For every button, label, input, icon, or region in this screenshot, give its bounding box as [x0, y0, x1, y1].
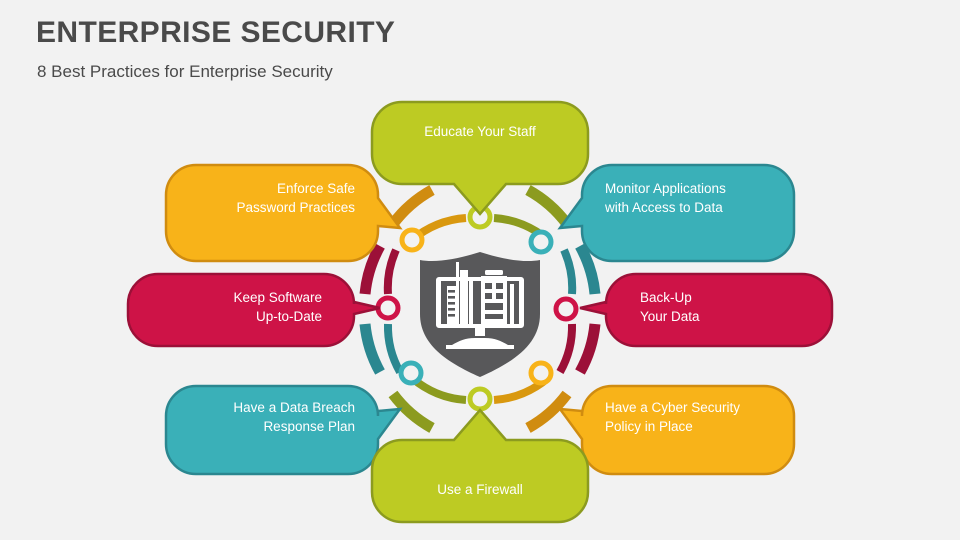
building-left-body — [447, 286, 456, 324]
inner-arc-left-upper — [383, 248, 400, 295]
bubble-data-breach-response-plan[interactable] — [164, 384, 403, 476]
inner-arc-left-lower — [383, 323, 404, 374]
outer-arc-cyber-security-policy — [525, 390, 572, 433]
building-tall-left — [460, 270, 468, 324]
building-main-windows — [485, 283, 503, 319]
building-antenna — [456, 262, 459, 324]
node-marker-back-up-your-data — [553, 296, 579, 322]
bubble-monitor-applications[interactable] — [557, 163, 796, 263]
bubble-use-a-firewall[interactable] — [370, 408, 590, 524]
shield-with-buildings-monitor-icon — [420, 252, 540, 377]
outer-arc-keep-software-up-to-date — [359, 243, 385, 295]
node-marker-cyber-security-policy — [528, 360, 554, 386]
inner-arc-right-lower — [556, 323, 577, 374]
outer-arc-data-breach-response-plan — [359, 323, 385, 375]
inner-arc-right-upper — [560, 248, 577, 295]
node-marker-enforce-safe-password-practices — [399, 227, 425, 253]
monitor-stand-neck — [475, 328, 485, 336]
building-main-cap — [485, 270, 503, 275]
node-marker-data-breach-response-plan — [398, 360, 424, 386]
outer-arc-enforce-safe-password-practices — [388, 185, 435, 228]
outer-arc-monitor-applications — [575, 243, 601, 295]
node-marker-keep-software-up-to-date — [375, 295, 401, 321]
page-subtitle: 8 Best Practices for Enterprise Security — [37, 62, 333, 81]
monitor-stand-base — [446, 338, 514, 349]
page-title: ENTERPRISE SECURITY — [36, 16, 396, 49]
node-marker-monitor-applications — [528, 229, 554, 255]
building-left-floors — [448, 290, 455, 317]
bubble-back-up-your-data[interactable] — [579, 272, 834, 348]
outer-arc-educate-your-staff — [525, 185, 572, 228]
outer-arc-use-a-firewall — [388, 390, 435, 433]
building-cluster — [447, 262, 514, 324]
node-markers — [375, 204, 579, 412]
callout-bubbles — [126, 100, 834, 524]
outer-arc-back-up-your-data — [575, 323, 601, 375]
node-marker-use-a-firewall — [467, 386, 493, 412]
building-right-column — [510, 284, 514, 324]
bubble-keep-software-up-to-date[interactable] — [126, 272, 381, 348]
bubble-cyber-security-policy[interactable] — [557, 384, 796, 476]
outer-arc-ring — [359, 185, 601, 433]
bubble-enforce-safe-password-practices[interactable] — [164, 163, 403, 263]
bubble-educate-your-staff[interactable] — [370, 100, 590, 216]
building-strip — [469, 279, 473, 324]
